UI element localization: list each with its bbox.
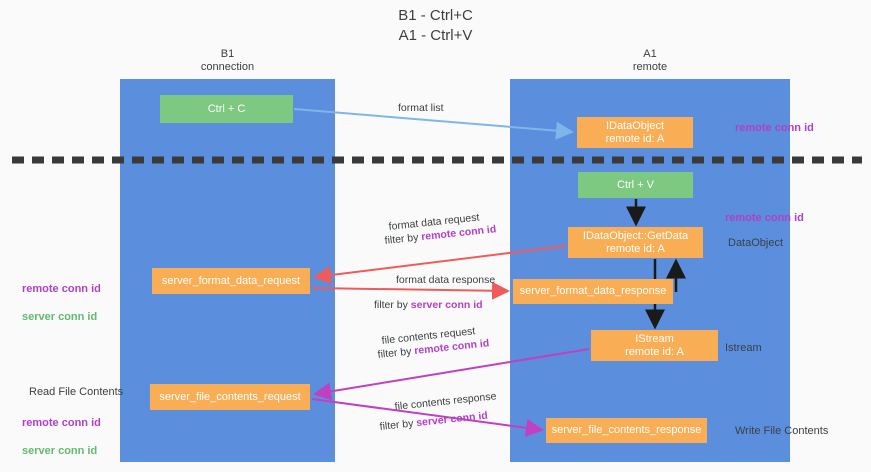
box-server-file-contents-request[interactable]: server_file_contents_request — [150, 384, 310, 410]
caption-format-list: format list — [398, 102, 444, 114]
box-ctrl-v[interactable]: Ctrl + V — [578, 172, 693, 198]
label-remote-conn-id-top: remote conn id — [735, 122, 814, 134]
legend-server-conn-id: server conn id — [22, 311, 98, 323]
filter-prefix: filter by — [384, 231, 422, 247]
label-dataobject: DataObject — [728, 237, 784, 249]
arrow-format-data-response — [311, 281, 510, 300]
legend-server-conn-id: server conn id — [22, 445, 98, 457]
box-server-format-data-request[interactable]: server_format_data_request — [152, 268, 310, 294]
diagram-title: B1 - Ctrl+C A1 - Ctrl+V — [398, 7, 473, 44]
label-write-file-contents: Write File Contents — [735, 425, 829, 437]
box-server-file-contents-response[interactable]: server_file_contents_response — [546, 418, 707, 443]
filter-prefix: filter by — [379, 417, 417, 433]
legend-remote-conn-id: remote conn id — [22, 283, 101, 295]
label-read-file-contents: Read File Contents — [29, 386, 124, 398]
legend-bottom: remote conn id server conn id — [22, 402, 101, 472]
arrow-format-list — [293, 108, 574, 140]
caption-format-data-response: format data response — [396, 274, 496, 286]
box-ctrl-c[interactable]: Ctrl + C — [160, 95, 293, 123]
legend-middle: remote conn id server conn id — [22, 268, 101, 338]
column-heading-a1: A1 remote — [632, 48, 668, 73]
box-idataobject-getdata[interactable]: IDataObject::GetData remote id: A — [568, 227, 703, 258]
column-heading-b1: B1 connection — [200, 48, 255, 73]
arrow-file-contents-response — [311, 398, 544, 437]
box-idataobject[interactable]: IDataObject remote id: A — [577, 117, 693, 148]
arrow-format-data-request — [313, 245, 567, 284]
box-server-format-data-response[interactable]: server_format_data_response — [513, 279, 673, 304]
filter-prefix: filter by — [377, 345, 415, 361]
legend-remote-conn-id: remote conn id — [22, 417, 101, 429]
caption-format-data-response-filter: filter by server conn id — [374, 298, 483, 312]
filter-prefix: filter by — [374, 299, 411, 311]
box-istream[interactable]: IStream remote id: A — [591, 330, 718, 361]
label-istream: Istream — [725, 342, 762, 354]
filter-key-server-conn-id: server conn id — [410, 299, 483, 311]
arrow-file-contents-request — [313, 348, 590, 401]
label-remote-conn-id-mid: remote conn id — [725, 212, 804, 224]
